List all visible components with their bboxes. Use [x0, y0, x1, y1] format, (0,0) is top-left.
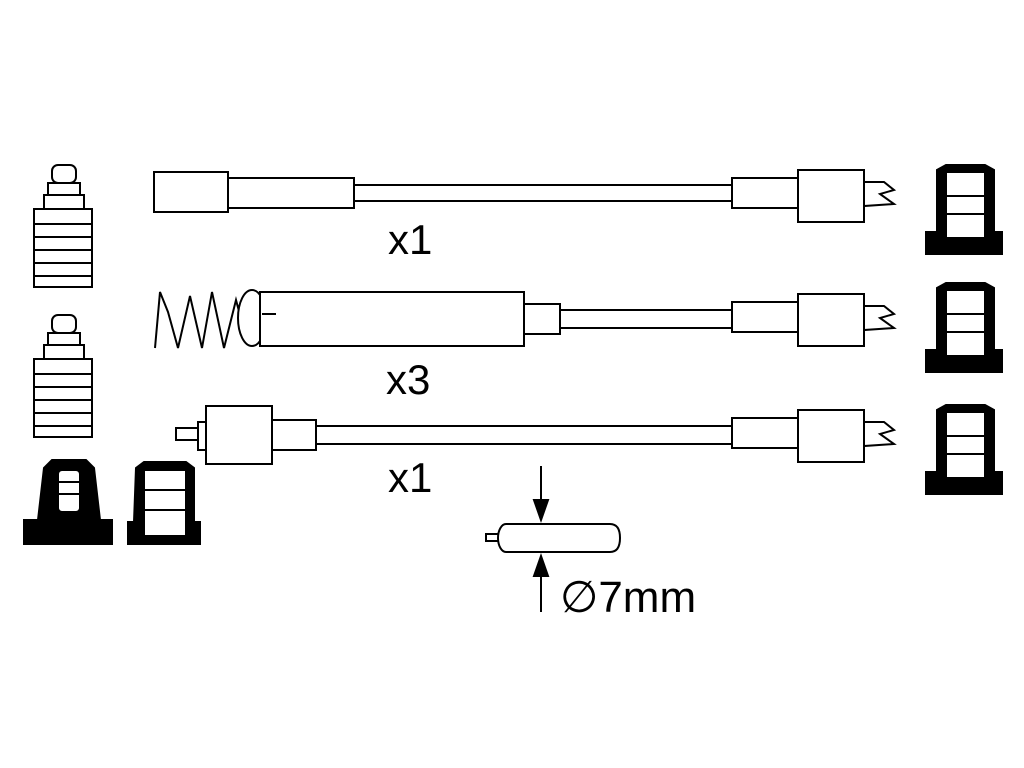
spring-suppressor-wire-icon — [154, 289, 895, 349]
diameter-label: ∅7mm — [560, 573, 696, 622]
spark-plug-connector-icon — [33, 314, 93, 438]
wire-1-quantity: x1 — [388, 216, 432, 263]
spark-plug-connector-icon — [33, 164, 93, 288]
angled-boot-wire-icon — [175, 405, 895, 465]
wire-2-quantity: x3 — [386, 356, 430, 403]
rubber-boot-icon — [925, 404, 1003, 495]
cable-cross-section-icon — [485, 466, 622, 612]
rubber-boot-icon — [925, 282, 1003, 373]
ignition-wire-icon — [153, 169, 895, 223]
rubber-boot-icon — [23, 459, 113, 545]
rubber-boot-icon — [925, 164, 1003, 255]
rubber-boot-icon — [127, 461, 201, 545]
wire-3-quantity: x1 — [388, 454, 432, 501]
